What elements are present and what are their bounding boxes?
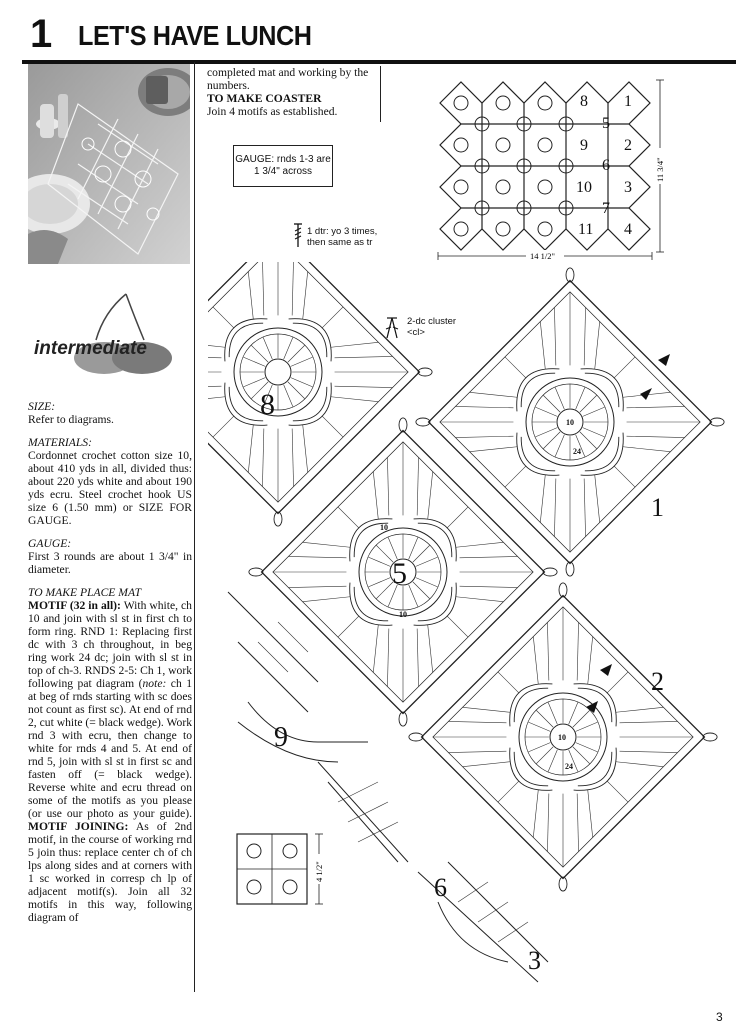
motif-joining-diagram: 8 5 1 2 9 6 3 10 24 10 10 10 24 (208, 262, 729, 983)
instructions-text: SIZE: Refer to diagrams. MATERIALS: Cord… (28, 400, 192, 934)
motif-note: note: (142, 677, 167, 690)
gauge-label: GAUGE: (28, 537, 72, 550)
placemat-label: TO MAKE PLACE MAT (28, 586, 142, 599)
dtr-legend: 1 dtr: yo 3 times, then same as tr (307, 226, 378, 248)
motif-number: 1 (651, 493, 664, 522)
coaster-height-label: 4 1/2" (314, 861, 324, 882)
layout-number: 3 (624, 179, 632, 196)
round-label: 10 (380, 523, 388, 532)
column-rule (380, 66, 381, 122)
round-label: 24 (565, 762, 573, 771)
layout-number: 6 (602, 157, 610, 174)
cherry-level-icon (34, 292, 184, 382)
motif-text-a: With white, ch 10 and join with sl st in… (28, 599, 192, 690)
layout-number: 5 (602, 115, 610, 132)
height-label: 11 3/4" (655, 157, 665, 182)
motif-heading: MOTIF (32 in all): (28, 599, 121, 612)
motif-number: 9 (274, 722, 288, 753)
motif-text-b: ch 1 at beg of rnds starting with sc doe… (28, 677, 192, 820)
coaster-heading: TO MAKE COASTER (207, 92, 322, 105)
page-title: LET'S HAVE LUNCH (78, 20, 312, 51)
coaster-diagram: 4 1/2" (236, 833, 325, 905)
joining-text: As of 2nd motif, in the course of workin… (28, 820, 193, 924)
layout-number: 7 (602, 200, 610, 217)
width-label: 14 1/2" (530, 251, 555, 261)
continued-text: completed mat and working by the numbers… (207, 66, 375, 118)
size-label: SIZE: (28, 400, 56, 413)
round-label: 10 (558, 733, 566, 742)
layout-number: 9 (580, 137, 588, 154)
dtr-symbol-icon (294, 223, 302, 247)
gauge-text: First 3 rounds are about 1 3/4" in diame… (28, 550, 192, 576)
motif-number: 6 (434, 873, 447, 902)
size-text: Refer to diagrams. (28, 413, 114, 426)
placemat-layout-diagram: 8 1 5 9 2 6 10 3 7 11 4 14 1/2" 11 3/4" (437, 79, 666, 262)
round-label: 24 (573, 447, 581, 456)
cluster-legend: 2-dc cluster <cl> (407, 316, 457, 338)
table-setting-photo (28, 64, 190, 264)
page-number: 3 (716, 1010, 723, 1024)
layout-number: 11 (578, 221, 593, 238)
left-column: intermediate SIZE: Refer to diagrams. MA… (22, 62, 195, 992)
layout-number: 8 (580, 93, 588, 110)
layout-number: 10 (576, 179, 592, 196)
round-label: 10 (399, 610, 407, 619)
layout-number: 2 (624, 137, 632, 154)
motif-number: 5 (392, 557, 407, 590)
motif-number: 2 (651, 667, 664, 696)
continued-paragraph: completed mat and working by the numbers… (207, 66, 369, 92)
motif-number: 3 (528, 946, 541, 975)
chapter-number: 1 (30, 12, 53, 56)
round-label: 10 (566, 418, 574, 427)
skill-level: intermediate (34, 338, 147, 359)
gauge-box: GAUGE: rnds 1-3 are 1 3/4" across (233, 145, 333, 187)
materials-label: MATERIALS: (28, 436, 92, 449)
header-rule (22, 60, 736, 64)
page-header: 1 LET'S HAVE LUNCH (22, 10, 736, 64)
materials-text: Cordonnet crochet cotton size 10, about … (28, 449, 192, 527)
photo-illustration (28, 64, 190, 264)
cluster-symbol-icon (385, 317, 399, 339)
coaster-text: Join 4 motifs as established. (207, 105, 338, 118)
layout-number: 4 (624, 221, 632, 238)
layout-number: 1 (624, 93, 632, 110)
motif-number: 8 (260, 388, 275, 421)
joining-heading: MOTIF JOINING: (28, 820, 129, 833)
